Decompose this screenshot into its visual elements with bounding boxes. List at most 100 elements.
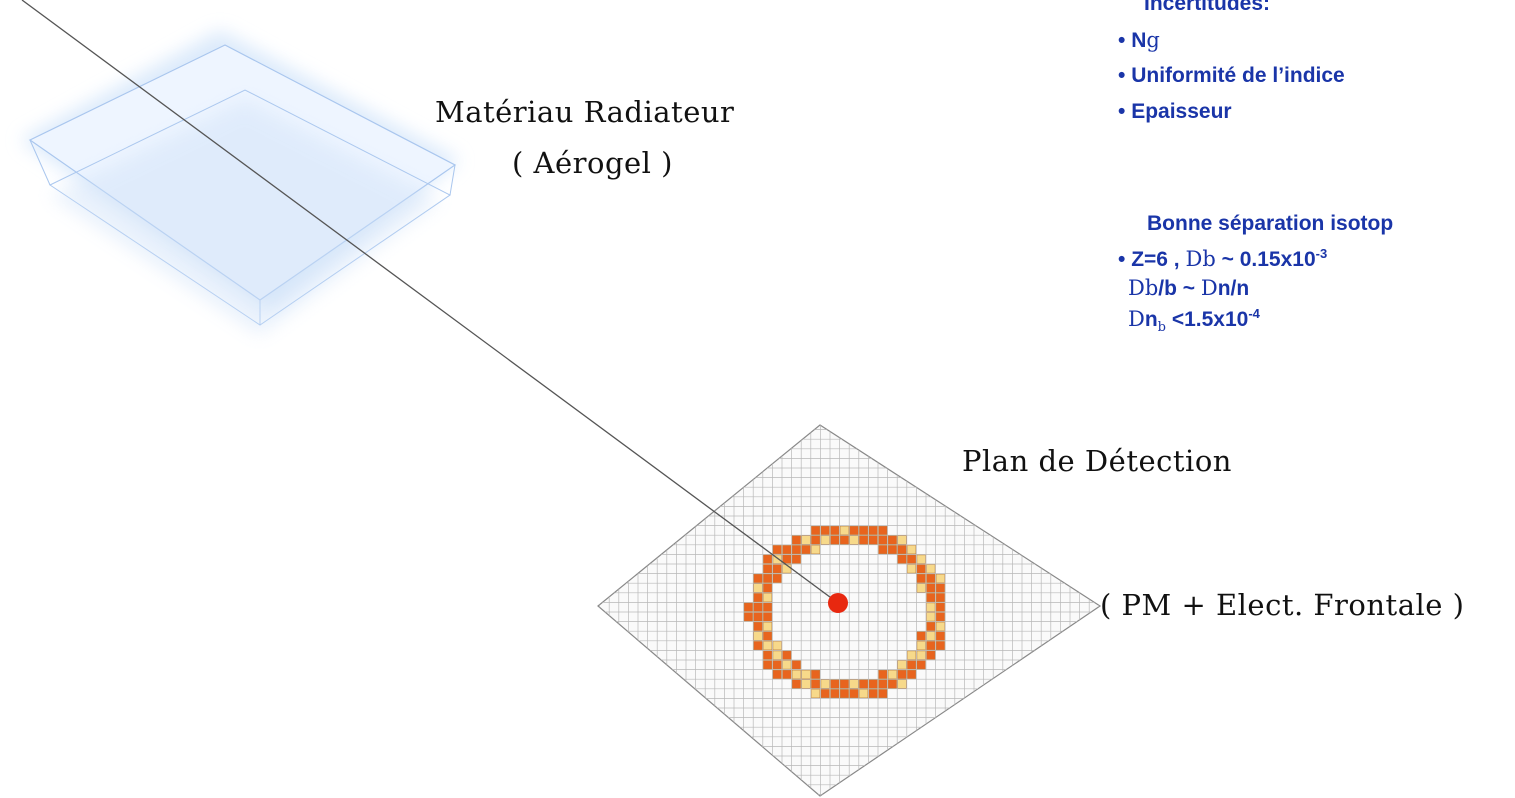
ring-pixel bbox=[811, 545, 821, 555]
cherenkov-ring bbox=[744, 526, 945, 699]
delta-beta-symbol: Db bbox=[1128, 276, 1159, 300]
ring-pixel bbox=[907, 554, 917, 564]
uncertainties-heading: Incertitudes: bbox=[1144, 0, 1271, 15]
ring-pixel bbox=[859, 679, 869, 689]
bullet: • bbox=[1118, 29, 1126, 52]
n-prefix: N bbox=[1131, 29, 1147, 52]
radiator-block bbox=[20, 30, 460, 335]
separation-line-1: • Z=6 , Db ~ 0.15x10-3 bbox=[1118, 246, 1327, 272]
ring-pixel bbox=[926, 602, 936, 612]
ring-pixel bbox=[772, 641, 782, 651]
ring-pixel bbox=[878, 679, 888, 689]
ring-pixel bbox=[820, 526, 830, 535]
ring-pixel bbox=[801, 670, 811, 679]
gamma-symbol: g bbox=[1146, 28, 1160, 52]
ring-pixel bbox=[888, 545, 897, 555]
ring-pixel bbox=[763, 650, 773, 660]
ring-pixel bbox=[744, 612, 753, 622]
ring-pixel bbox=[936, 602, 945, 612]
ring-pixel bbox=[878, 670, 888, 679]
uncertainty-item-index: • Uniformité de l’indice bbox=[1118, 64, 1345, 88]
ring-pixel bbox=[792, 535, 801, 545]
separation-line-3: Dnb <1.5x10-4 bbox=[1128, 306, 1260, 335]
ring-pixel bbox=[763, 593, 773, 603]
ring-pixel bbox=[907, 670, 917, 679]
ring-pixel bbox=[897, 554, 907, 564]
ring-pixel bbox=[801, 679, 811, 689]
ring-pixel bbox=[811, 670, 821, 679]
ring-pixel bbox=[916, 554, 926, 564]
delta-symbol: D bbox=[1128, 307, 1145, 331]
ring-pixel bbox=[859, 689, 869, 699]
ring-pixel bbox=[859, 535, 869, 545]
ring-pixel bbox=[820, 689, 830, 699]
ring-pixel bbox=[763, 641, 773, 651]
ring-pixel bbox=[782, 650, 792, 660]
ring-pixel bbox=[916, 641, 926, 651]
ring-pixel bbox=[868, 679, 878, 689]
ring-pixel bbox=[926, 593, 936, 603]
ring-pixel bbox=[926, 574, 936, 583]
ring-pixel bbox=[897, 660, 907, 670]
ring-pixel bbox=[772, 650, 782, 660]
ring-pixel bbox=[753, 602, 763, 612]
ring-pixel bbox=[936, 612, 945, 622]
ring-pixel bbox=[792, 679, 801, 689]
ring-pixel bbox=[811, 679, 821, 689]
ring-pixel bbox=[772, 545, 782, 555]
aerogel-label: ( Aérogel ) bbox=[512, 146, 673, 180]
ring-pixel bbox=[888, 670, 897, 679]
ring-pixel bbox=[916, 660, 926, 670]
ring-pixel bbox=[897, 535, 907, 545]
ring-pixel bbox=[878, 545, 888, 555]
ring-pixel bbox=[878, 535, 888, 545]
ring-pixel bbox=[926, 622, 936, 631]
ring-pixel bbox=[840, 535, 849, 545]
ring-pixel bbox=[753, 593, 763, 603]
ring-pixel bbox=[936, 574, 945, 583]
ring-pixel bbox=[936, 593, 945, 603]
ring-pixel bbox=[753, 641, 763, 651]
ring-pixel bbox=[907, 650, 917, 660]
exponent: -4 bbox=[1248, 306, 1260, 321]
ring-pixel bbox=[936, 631, 945, 641]
ring-pixel bbox=[763, 574, 773, 583]
ring-pixel bbox=[830, 689, 840, 699]
ring-pixel bbox=[772, 564, 782, 574]
beta-subscript: b bbox=[1157, 320, 1166, 336]
ring-pixel bbox=[763, 612, 773, 622]
ring-pixel bbox=[926, 564, 936, 574]
ring-pixel bbox=[878, 689, 888, 699]
ring-pixel bbox=[849, 679, 859, 689]
ring-pixel bbox=[792, 660, 801, 670]
ring-pixel bbox=[782, 554, 792, 564]
ratio-mid: /b ~ bbox=[1158, 277, 1196, 300]
delta-beta-value: ~ 0.15x10 bbox=[1221, 248, 1316, 271]
ring-pixel bbox=[820, 679, 830, 689]
ring-pixel bbox=[916, 631, 926, 641]
separation-line-2: Db/b ~ Dn/n bbox=[1128, 276, 1249, 301]
ring-pixel bbox=[897, 545, 907, 555]
ring-pixel bbox=[840, 679, 849, 689]
ring-pixel bbox=[888, 679, 897, 689]
ring-pixel bbox=[936, 622, 945, 631]
radiator-label: Matériau Radiateur bbox=[435, 95, 735, 129]
ring-pixel bbox=[830, 526, 840, 535]
ring-pixel bbox=[801, 535, 811, 545]
impact-point bbox=[828, 593, 848, 613]
ring-pixel bbox=[753, 612, 763, 622]
ring-pixel bbox=[916, 650, 926, 660]
ring-pixel bbox=[801, 545, 811, 555]
n-symbol: n bbox=[1144, 308, 1158, 331]
uncertainty-item-thickness: • Epaisseur bbox=[1118, 100, 1232, 124]
ring-pixel bbox=[782, 660, 792, 670]
ring-pixel bbox=[897, 670, 907, 679]
ring-pixel bbox=[868, 535, 878, 545]
ring-pixel bbox=[782, 670, 792, 679]
ring-pixel bbox=[753, 583, 763, 593]
ring-pixel bbox=[782, 545, 792, 555]
delta-beta-symbol: Db bbox=[1185, 247, 1216, 271]
ring-pixel bbox=[868, 526, 878, 535]
ring-pixel bbox=[936, 583, 945, 593]
ring-pixel bbox=[763, 554, 773, 564]
